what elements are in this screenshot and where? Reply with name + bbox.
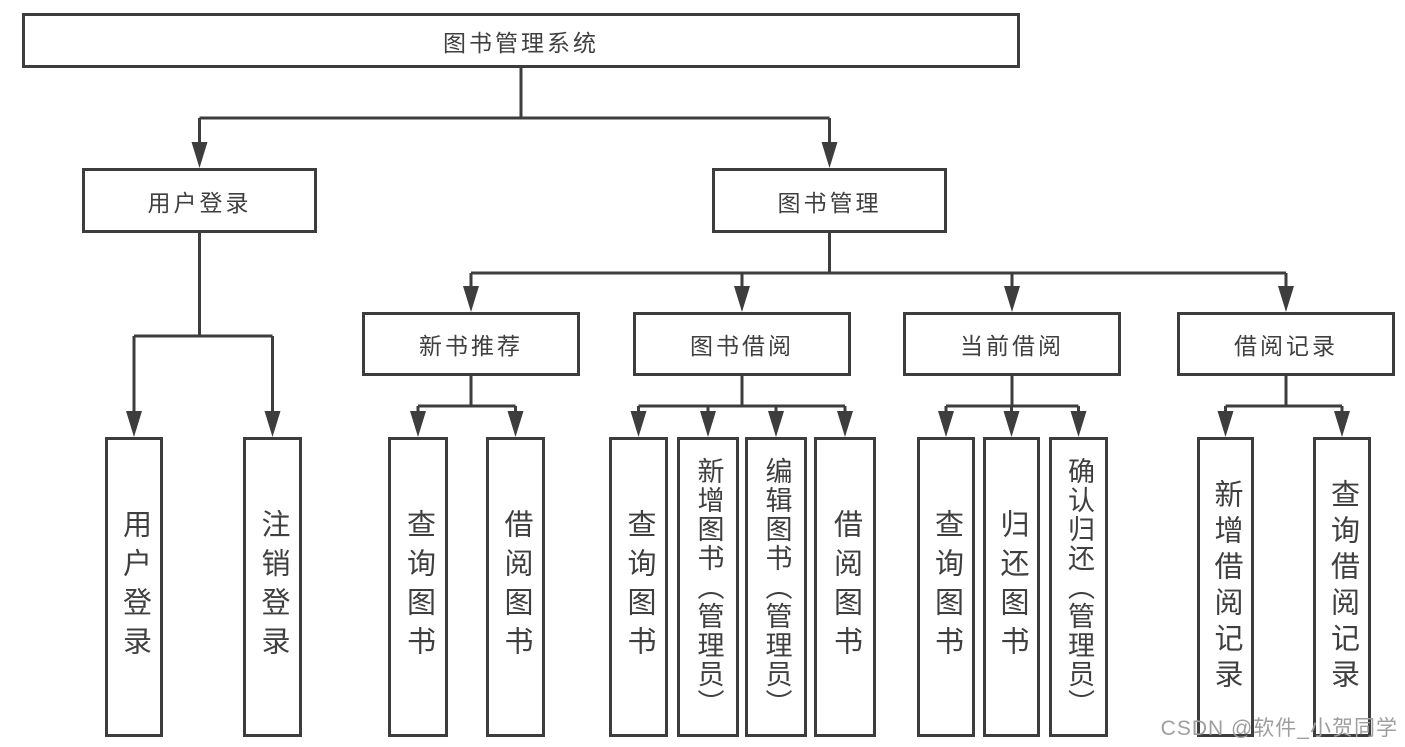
leaf-search-books-borrowing: 查询图书 [609,437,668,737]
node-borrowing-records: 借阅记录 [1177,312,1395,376]
arrowhead-icon [768,411,784,437]
node-label: 查询图书 [402,509,435,665]
node-label: 当前借阅 [960,333,1064,359]
arrowhead-icon [507,411,524,437]
node-label: 用户登录 [118,509,151,665]
arrowhead-icon [1278,286,1294,312]
arrowhead-icon [1217,411,1234,437]
leaf-confirm-return-admin: 确认归还（管理员） [1049,437,1108,737]
arrowhead-icon [630,411,647,437]
leaf-add-books-admin: 新增图书（管理员） [677,437,739,737]
node-label: 归还图书 [996,509,1028,665]
node-label: 用户登录 [147,189,252,216]
arrowhead-icon [1070,411,1087,437]
node-label: 借阅图书 [829,509,862,665]
node-label: 查询借阅记录 [1326,479,1359,695]
node-label: 新书推荐 [419,333,523,359]
arrowhead-icon [837,411,853,437]
node-label: 注销登录 [257,509,289,665]
node-label: 查询图书 [623,509,655,665]
node-book-borrowing: 图书借阅 [633,312,851,376]
connector-new-book-to-leaves [410,376,524,437]
node-label: 编辑图书（管理员） [761,456,792,718]
leaf-borrow-books-borrowing: 借阅图书 [814,437,876,737]
arrowhead-icon [700,411,716,437]
leaf-add-borrow-record: 新增借阅记录 [1197,437,1254,737]
connector-root-to-level2 [191,68,838,168]
arrowhead-icon [1004,286,1020,312]
leaf-return-books: 归还图书 [983,437,1040,737]
node-label: 新增借阅记录 [1210,479,1242,695]
arrowhead-icon [1334,411,1350,437]
connector-book-borrowing-to-leaves [630,376,853,437]
connector-book-management-to-level3 [463,233,1294,312]
node-label: 图书借阅 [690,333,794,359]
node-new-book-recommendation: 新书推荐 [362,312,580,376]
arrowhead-icon [264,411,281,437]
node-label: 确认归还（管理员） [1064,456,1094,718]
node-book-management: 图书管理 [712,168,947,233]
leaf-search-books-current: 查询图书 [917,437,975,737]
arrowhead-icon [734,286,750,312]
arrowhead-icon [463,286,479,312]
leaf-edit-books-admin: 编辑图书（管理员） [745,437,807,737]
arrowhead-icon [126,411,142,437]
node-label: 新增图书（管理员） [693,456,724,718]
node-label: 图书管理系统 [443,29,599,56]
arrowhead-icon [410,411,426,437]
node-label: 查询图书 [930,509,963,665]
watermark: CSDN @软件_小贺同学 [1160,717,1398,740]
connector-current-borrowing-to-leaves [938,376,1087,437]
leaf-user-login: 用户登录 [105,437,163,737]
arrowhead-icon [191,142,208,168]
node-label: 借阅记录 [1234,333,1338,359]
node-library-management-system: 图书管理系统 [22,13,1020,68]
connector-borrowing-records-to-leaves [1217,376,1350,437]
leaf-search-books-newbook: 查询图书 [388,437,448,737]
leaf-search-borrow-record: 查询借阅记录 [1313,437,1371,737]
arrowhead-icon [821,142,838,168]
arrowhead-icon [938,411,954,437]
leaf-logout: 注销登录 [243,437,302,737]
leaf-borrow-books-newbook: 借阅图书 [486,437,545,737]
connector-user-login-to-leaves [126,232,281,437]
node-label: 借阅图书 [500,509,532,665]
arrowhead-icon [1003,411,1020,437]
node-user-login: 用户登录 [82,168,317,233]
node-current-borrowing: 当前借阅 [903,312,1121,376]
node-label: 图书管理 [777,189,882,216]
